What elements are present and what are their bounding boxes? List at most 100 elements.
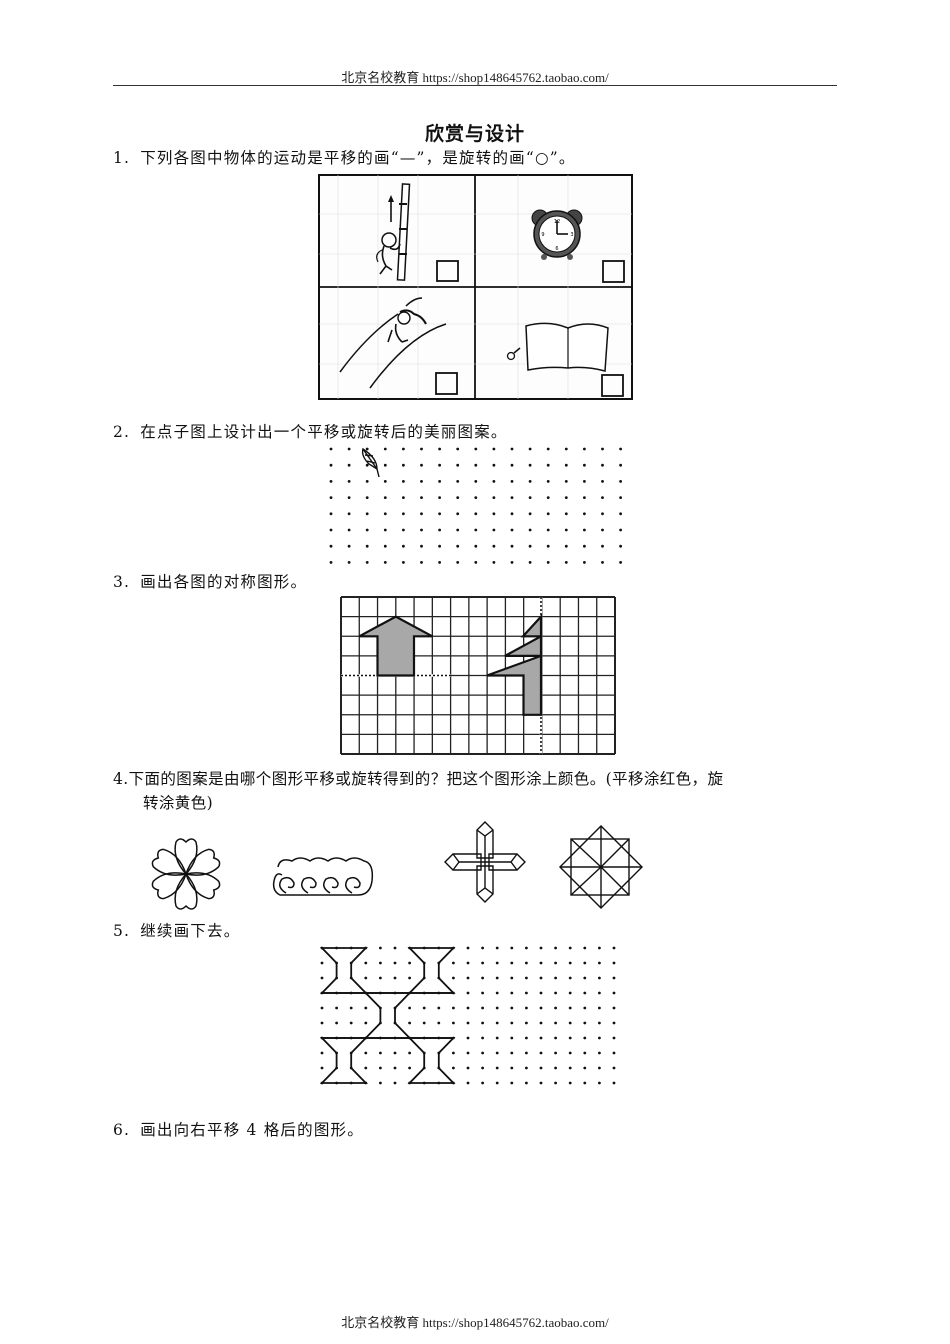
question-text: 下列各图中物体的运动是平移的画“—”，是旋转的画“○”。 — [140, 149, 576, 167]
grid-dot — [438, 544, 441, 548]
grid-dot — [598, 1021, 601, 1025]
grid-dot — [583, 544, 586, 548]
answer-box-3[interactable] — [435, 372, 458, 395]
grid-dot — [528, 512, 532, 516]
grid-dot — [619, 496, 622, 499]
grid-dot — [495, 1051, 499, 1055]
grid-dot — [564, 463, 568, 467]
grid-dot — [546, 447, 550, 451]
grid-dot — [510, 480, 514, 483]
grid-dot — [510, 1036, 514, 1040]
grid-dot — [492, 561, 496, 564]
grid-dot — [320, 976, 324, 980]
grid-dot — [525, 961, 528, 965]
grid-dot — [554, 1036, 557, 1040]
grid-dot — [612, 1021, 616, 1025]
grid-dot — [564, 561, 568, 564]
grid-dot — [438, 528, 441, 532]
grid-dot — [466, 1066, 470, 1070]
grid-dot — [510, 463, 514, 467]
grid-dot — [466, 991, 470, 995]
grid-dot — [474, 496, 478, 499]
tree-half-shape-base — [486, 654, 543, 716]
grid-dot — [554, 1051, 557, 1055]
grid-dot — [365, 496, 369, 499]
grid-dot — [365, 447, 369, 451]
answer-box-1[interactable] — [436, 260, 459, 282]
flower-petals-pattern[interactable] — [145, 835, 227, 913]
open-book-icon — [506, 322, 609, 372]
alarm-clock-icon: 12 3 6 9 — [531, 209, 583, 260]
grid-dot — [495, 946, 499, 950]
grid-dot — [583, 1021, 587, 1025]
grid-dot — [510, 1051, 514, 1055]
grid-dot — [539, 1021, 543, 1025]
grid-dot — [347, 463, 351, 467]
pinwheel-squares-pattern[interactable] — [555, 822, 647, 912]
grid-dot — [466, 976, 470, 980]
svg-text:3: 3 — [570, 232, 573, 238]
grid-dot — [438, 463, 441, 467]
grid-dot — [456, 544, 460, 548]
wave-scrolls-pattern[interactable] — [272, 855, 377, 900]
grid-dot — [383, 463, 387, 467]
grid-dot — [420, 480, 423, 483]
grid-dot — [364, 976, 368, 980]
grid-dot — [365, 512, 369, 516]
grid-dot — [481, 991, 484, 995]
grid-dot — [408, 1006, 411, 1010]
grid-dot — [383, 544, 387, 548]
grid-dot — [420, 528, 423, 532]
grid-dot — [525, 991, 528, 995]
grid-dot — [347, 496, 351, 499]
grid-dot — [383, 528, 387, 532]
grid-dot — [474, 544, 478, 548]
grid-dot — [598, 961, 601, 965]
grid-dot — [495, 961, 499, 965]
grid-dot — [347, 512, 351, 516]
grid-dot — [612, 1051, 616, 1055]
grid-dot — [320, 1021, 324, 1025]
grid-dot — [393, 1051, 397, 1055]
grid-dot — [539, 1081, 543, 1085]
grid-dot — [364, 961, 368, 965]
grid-dot — [393, 961, 397, 965]
answer-box-2[interactable] — [602, 260, 625, 283]
q2-dot-grid[interactable] — [325, 444, 627, 568]
grid-dot — [510, 961, 514, 965]
grid-dot — [365, 463, 369, 467]
q3-symmetry-grid[interactable] — [340, 596, 616, 755]
grid-dot — [510, 976, 514, 980]
grid-dot — [402, 561, 405, 564]
grid-dot — [456, 528, 460, 532]
grid-dot — [320, 1006, 324, 1010]
grid-dot — [546, 528, 550, 532]
grid-dot — [452, 1006, 455, 1010]
tree-half-shape — [520, 613, 543, 638]
grid-dot — [481, 1066, 484, 1070]
grid-dot — [452, 1066, 455, 1070]
grid-dot — [583, 496, 586, 499]
grid-dot — [598, 1081, 601, 1085]
grid-dot — [383, 561, 387, 564]
grid-dot — [456, 480, 460, 483]
grid-dot — [420, 544, 423, 548]
grid-dot — [539, 1051, 543, 1055]
grid-dot — [365, 544, 369, 548]
answer-box-4[interactable] — [601, 374, 624, 397]
grid-dot — [583, 1051, 587, 1055]
svg-text:6: 6 — [555, 246, 558, 252]
q5-dot-grid[interactable] — [318, 944, 628, 1086]
grid-dot — [329, 447, 333, 451]
grid-dot — [583, 946, 587, 950]
grid-dot — [466, 1006, 470, 1010]
grid-dot — [402, 544, 405, 548]
grid-dot — [422, 1021, 426, 1025]
grid-dot — [539, 991, 543, 995]
grid-dot — [539, 946, 543, 950]
grid-dot — [583, 561, 586, 564]
rhombus-cross-pattern[interactable] — [443, 820, 527, 904]
grid-dot — [408, 1066, 411, 1070]
grid-dot — [601, 528, 604, 532]
grid-dot — [510, 447, 514, 451]
